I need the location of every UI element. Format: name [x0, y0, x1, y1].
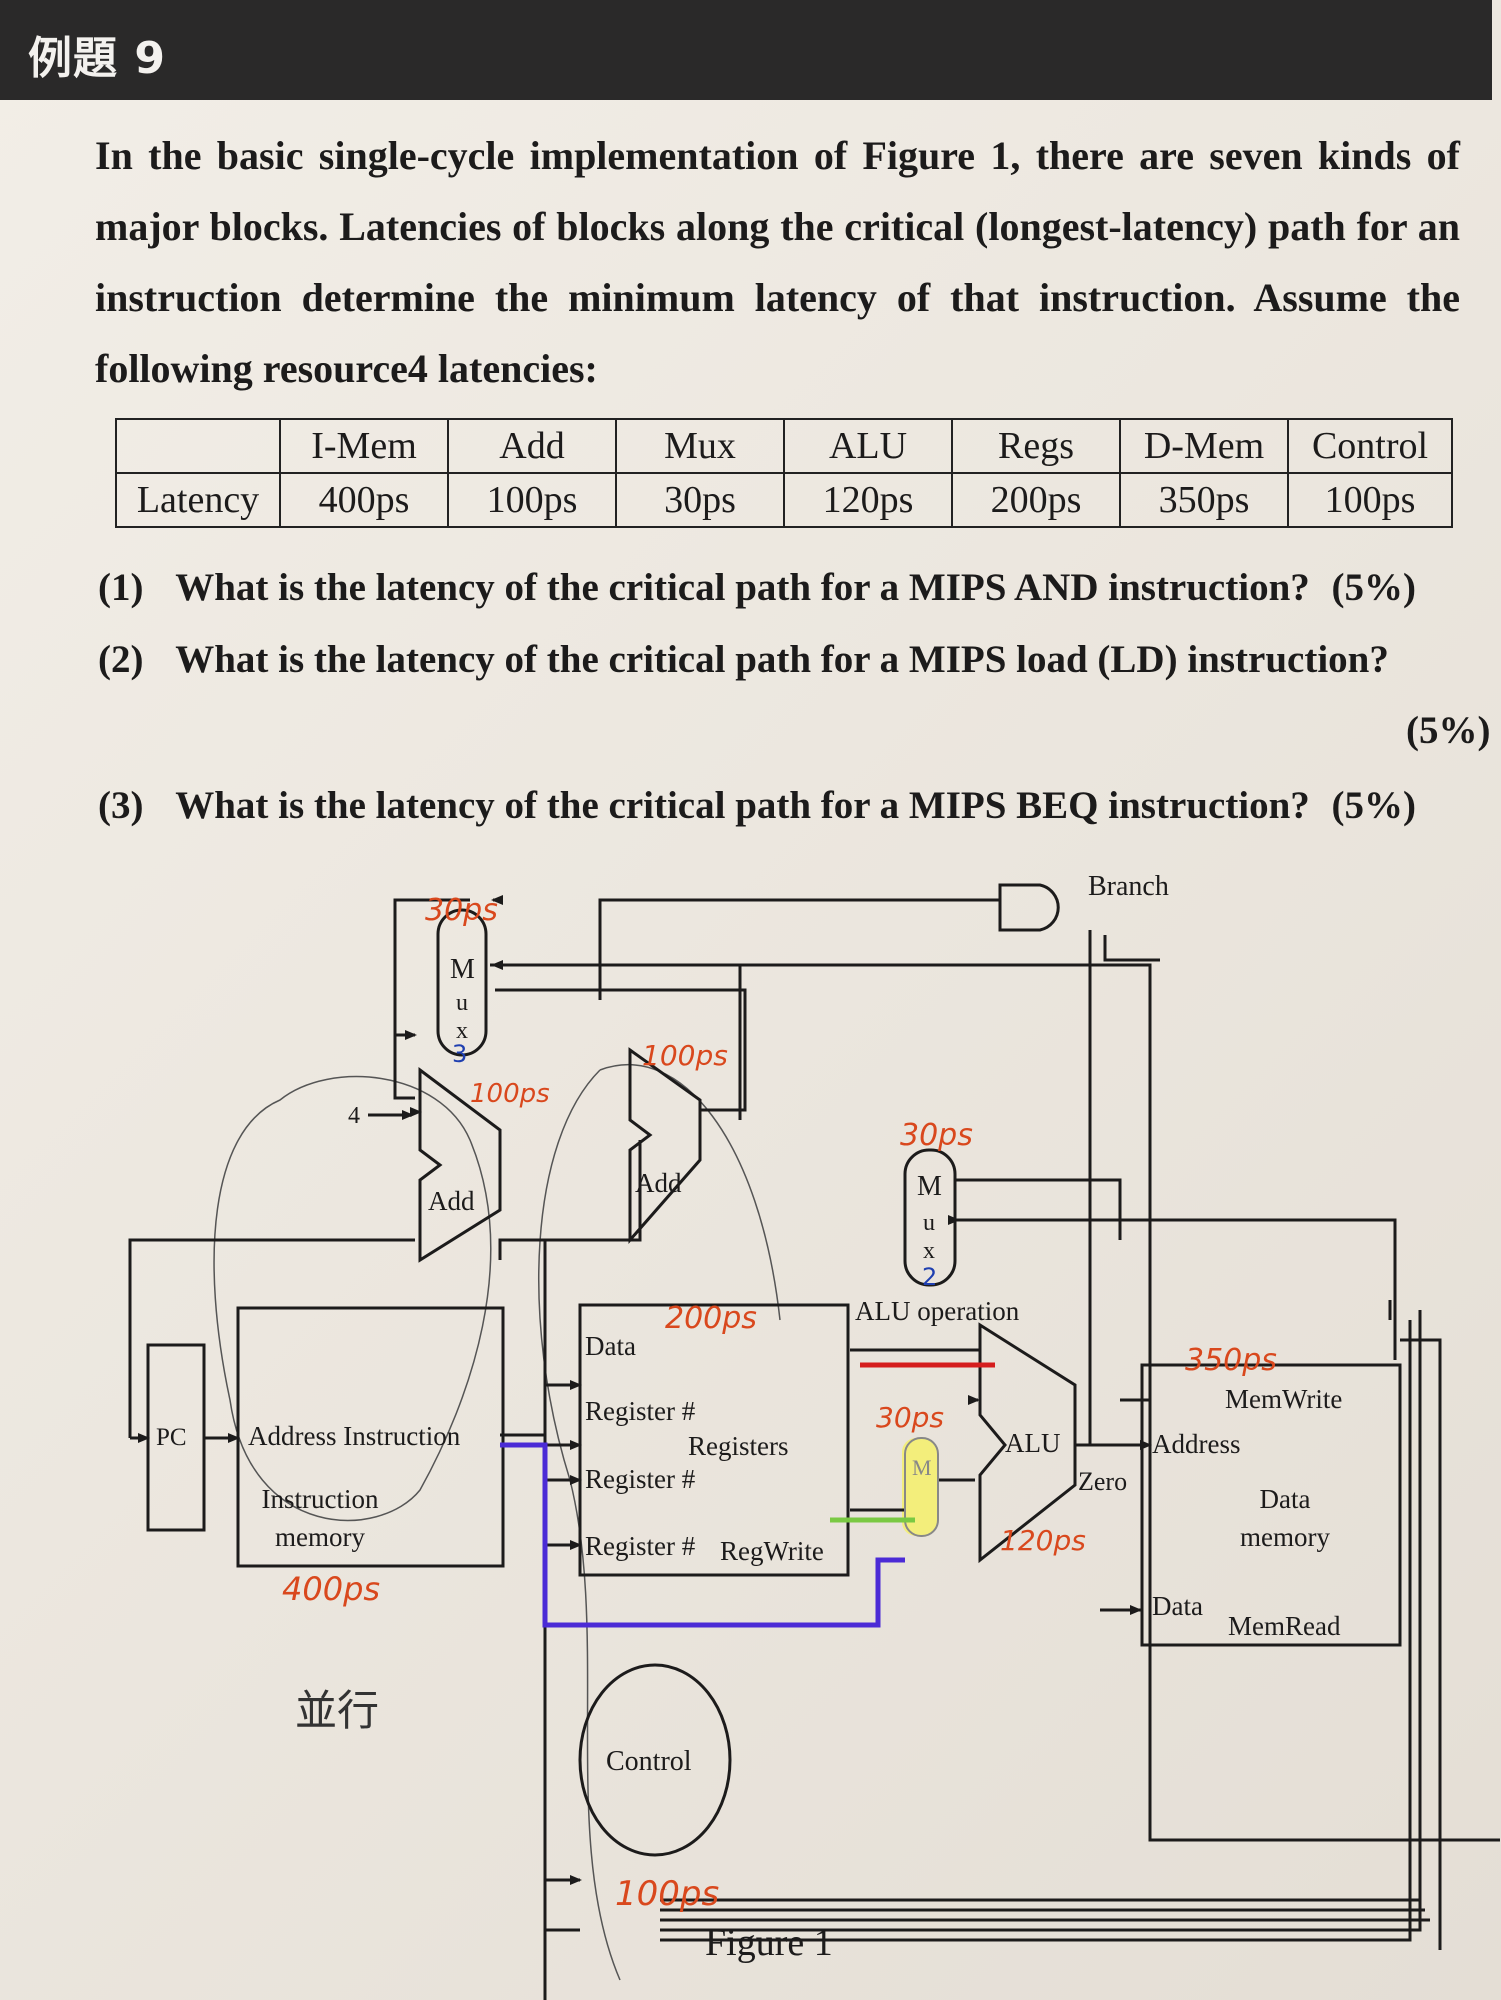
registers-label: Registers [688, 1431, 789, 1461]
dmem-label-wrap: Data memory [1240, 1484, 1330, 1552]
table-header-cell: I-Mem [279, 418, 449, 474]
mux2-x: x [923, 1238, 935, 1264]
dmem-time-note: 350ps [1185, 1343, 1277, 1378]
table-cell: 30ps [615, 472, 785, 528]
table-header-cell [115, 418, 281, 474]
table-header-cell: Mux [615, 418, 785, 474]
add1-shape [418, 1067, 502, 1263]
question-text: What is the latency of the critical path… [175, 784, 1310, 827]
pencil-curve [538, 1064, 781, 1981]
add1-time-note: 100ps [470, 1079, 550, 1109]
question-text: What is the latency of the critical path… [175, 566, 1310, 609]
dmem-data-label: Data [1152, 1591, 1203, 1621]
question-2: (2) What is the latency of the critical … [98, 637, 1389, 682]
example-title: 例題 9 [28, 33, 166, 84]
latency-table: I-Mem Add Mux ALU Regs D-Mem Control Lat… [115, 418, 1453, 528]
four-label: 4 [348, 1103, 360, 1129]
mux3-shape [436, 908, 488, 1057]
control-label: Control [606, 1746, 692, 1777]
mux2-m: M [917, 1171, 942, 1202]
table-cell: 100ps [447, 472, 617, 528]
mux1-shape [904, 1437, 939, 1537]
table-header-cell: Add [447, 418, 617, 474]
mux1-time-note: 30ps [876, 1401, 944, 1434]
registers-block [578, 1303, 850, 1577]
highlight-mark [902, 1438, 938, 1536]
pc-label: PC [156, 1424, 187, 1451]
arrows [130, 895, 1152, 1885]
alu-time-note: 120ps [1000, 1524, 1086, 1557]
question-points: (5%) [1406, 709, 1491, 752]
imem-label-wrap: Instruction memory [261, 1484, 379, 1552]
mux2-shape [903, 1148, 957, 1287]
alu-label: ALU [1005, 1428, 1061, 1458]
add2-time-note: 100ps [642, 1039, 728, 1072]
reg-register1-label: Register # [585, 1396, 696, 1426]
memwrite-label: MemWrite [1225, 1384, 1342, 1414]
table-header-cell: ALU [783, 418, 953, 474]
question-3: (3) What is the latency of the critical … [98, 783, 1416, 828]
question-1: (1) What is the latency of the critical … [98, 565, 1416, 610]
imem-label: Instruction memory [261, 1484, 379, 1552]
figure-caption: Figure 1 [705, 1922, 833, 1964]
imem-address-label: Address Instruction [248, 1421, 461, 1451]
parallel-note: 並行 [295, 1686, 379, 1735]
zero-label: Zero [1078, 1467, 1127, 1496]
datapath-figure: Branch M u x Add 4 Add PC Address Instru… [128, 871, 1500, 2000]
mux3-u: u [456, 990, 468, 1016]
blue-annotations: 3 2 [452, 1040, 937, 1291]
add2-label: Add [635, 1168, 682, 1198]
pencil-circle [213, 1075, 492, 1522]
memread-label: MemRead [1228, 1611, 1341, 1641]
table-row-label: Latency [115, 472, 281, 528]
table-cell: 100ps [1287, 472, 1453, 528]
regs-time-note: 200ps [665, 1301, 757, 1336]
question-points: (5%) [1331, 784, 1417, 827]
latency-value-row: Latency 400ps 100ps 30ps 120ps 200ps 350… [115, 472, 1453, 528]
mux1-m: M [912, 1455, 932, 1480]
mux3-number-note: 3 [452, 1040, 467, 1068]
mux2-time-note: 30ps [900, 1118, 973, 1153]
add1-label: Add [428, 1186, 475, 1216]
reg-register3-label: Register # [585, 1531, 696, 1561]
question-number: (2) [98, 638, 144, 681]
control-unit [578, 1663, 732, 1857]
branch-label: Branch [1088, 871, 1169, 902]
mux2-u: u [923, 1210, 935, 1236]
mux3-time-note: 30ps [425, 893, 498, 928]
question-points: (5%) [1331, 566, 1416, 609]
mux3-x: x [456, 1018, 468, 1044]
purple-path-mark [500, 1442, 905, 1628]
header-bar: 例題 9 [0, 0, 1492, 100]
reg-register2-label: Register # [585, 1464, 696, 1494]
table-header-cell: Regs [951, 418, 1121, 474]
question-number: (1) [98, 566, 144, 609]
reg-data-label: Data [585, 1331, 636, 1361]
question-text: What is the latency of the critical path… [175, 638, 1389, 681]
table-cell: 120ps [783, 472, 953, 528]
table-cell: 400ps [279, 472, 449, 528]
latency-header-row: I-Mem Add Mux ALU Regs D-Mem Control [115, 418, 1453, 474]
data-memory-block [1140, 1363, 1402, 1647]
control-time-note: 100ps [615, 1874, 719, 1914]
table-header-cell: Control [1287, 418, 1453, 474]
table-cell: 350ps [1119, 472, 1289, 528]
imem-time-note: 400ps [282, 1570, 380, 1608]
intro-paragraph: In the basic single-cycle implementation… [95, 133, 1460, 391]
branch-and-gate [998, 883, 1060, 932]
mux2-number-note: 2 [922, 1263, 937, 1291]
table-header-cell: D-Mem [1119, 418, 1289, 474]
alu-shape [978, 1322, 1077, 1564]
regwrite-label: RegWrite [720, 1536, 824, 1566]
question-number: (3) [98, 784, 144, 827]
table-cell: 200ps [951, 472, 1121, 528]
instruction-memory-block [236, 1306, 505, 1568]
handwritten-annotations: 30ps 100ps 100ps 400ps 200ps 30ps 30ps 1… [282, 893, 1277, 1914]
alu-operation-label: ALU operation [855, 1296, 1020, 1326]
add2-shape [628, 1047, 702, 1244]
dmem-label: Data memory [1240, 1484, 1330, 1552]
dmem-address-label: Address [1152, 1429, 1241, 1459]
mux3-m: M [450, 954, 475, 985]
